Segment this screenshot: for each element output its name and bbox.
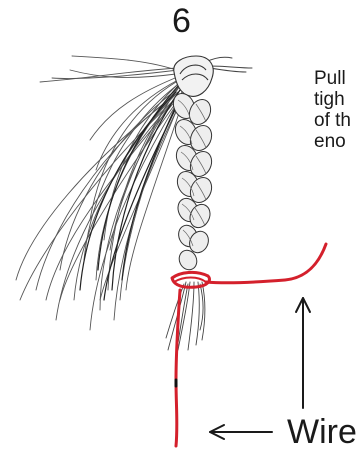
up-arrow-icon [296, 298, 310, 408]
loose-hair-strands [16, 56, 182, 330]
left-arrow-icon [210, 425, 272, 439]
braid-tail [166, 282, 205, 356]
loose-hair-strands-dark [80, 86, 182, 300]
wire-label: Wire [287, 415, 357, 449]
